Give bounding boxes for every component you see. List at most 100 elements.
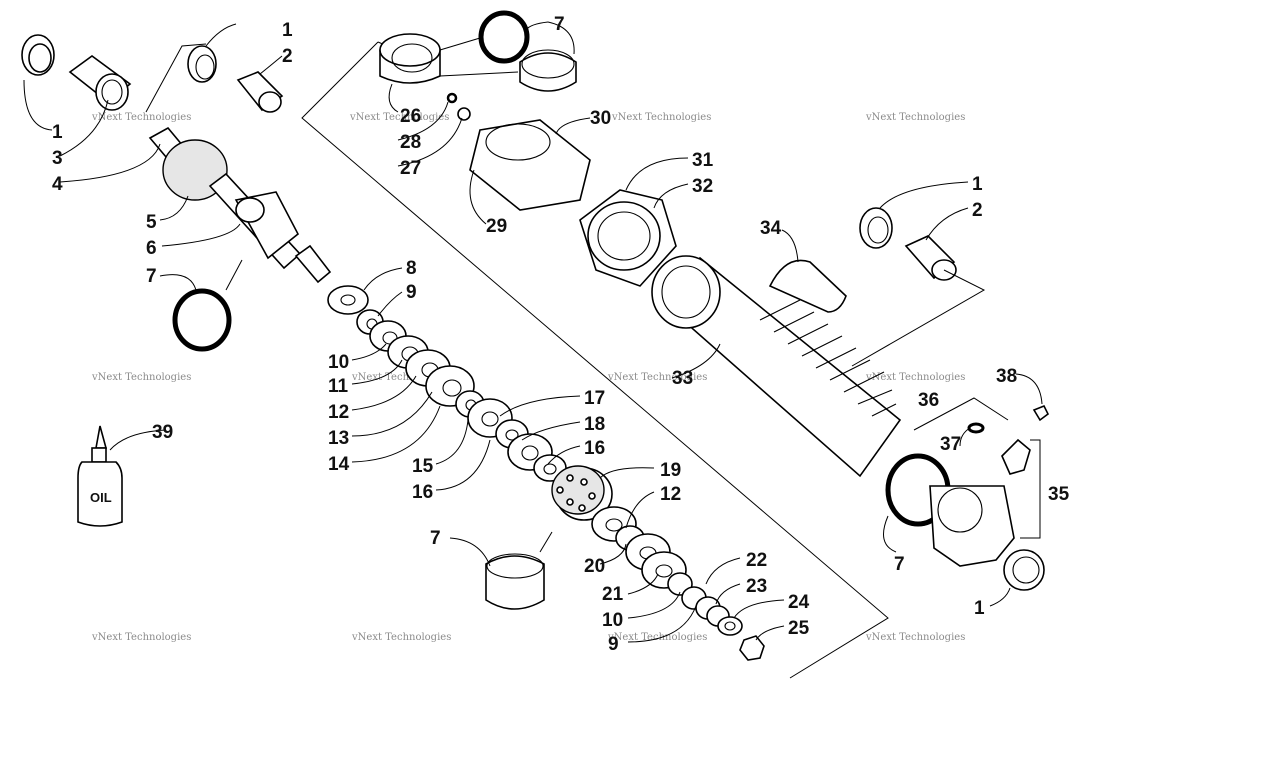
lower-valve-stack bbox=[591, 506, 765, 661]
callout-number: 30 bbox=[590, 108, 611, 129]
callout-number: 12 bbox=[660, 484, 681, 505]
callout-number: 10 bbox=[602, 610, 623, 631]
watermark: vNext Technologies bbox=[607, 632, 707, 643]
callout-number: 21 bbox=[602, 584, 624, 605]
o-ring-7-left bbox=[172, 288, 232, 352]
watermark: vNext Technologies bbox=[611, 112, 711, 123]
cap-26 bbox=[379, 33, 441, 84]
callout-number: 16 bbox=[584, 438, 605, 459]
valve-27 bbox=[457, 107, 471, 121]
watermark: vNext Technologies bbox=[865, 632, 965, 643]
callout-number: 4 bbox=[52, 174, 63, 195]
lower-body-35 bbox=[929, 438, 1031, 567]
watermark: vNext Technologies bbox=[607, 372, 707, 383]
callout-number: 15 bbox=[412, 456, 434, 477]
callout-number: 34 bbox=[760, 218, 782, 239]
callout-number: 28 bbox=[400, 132, 421, 153]
callout-number: 16 bbox=[412, 482, 433, 503]
callout-number: 8 bbox=[406, 258, 417, 279]
bracket-35 bbox=[1020, 439, 1041, 539]
callout-number: 17 bbox=[584, 388, 605, 409]
callout-number: 20 bbox=[584, 556, 605, 577]
callout-number: 9 bbox=[608, 634, 619, 655]
callout-number: 25 bbox=[788, 618, 810, 639]
valve-stack bbox=[327, 285, 567, 482]
callout-number: 3 bbox=[52, 148, 63, 169]
piston-ring-7-lower bbox=[485, 553, 545, 610]
watermark: vNext Technologies bbox=[91, 372, 191, 383]
callout-number: 39 bbox=[152, 422, 173, 443]
clip-34 bbox=[768, 259, 847, 313]
callout-number: 26 bbox=[400, 106, 421, 127]
leader bbox=[439, 71, 519, 77]
callout-number: 38 bbox=[996, 366, 1017, 387]
bracket-right bbox=[851, 269, 986, 367]
seal-head-6 bbox=[234, 191, 300, 260]
callout-number: 35 bbox=[1048, 484, 1070, 505]
callout-number: 22 bbox=[746, 550, 767, 571]
callout-number: 2 bbox=[972, 200, 983, 221]
leader bbox=[439, 37, 481, 51]
watermark: vNext Technologies bbox=[351, 372, 451, 383]
callout-number: 29 bbox=[486, 216, 507, 237]
callout-number: 37 bbox=[940, 434, 961, 455]
callout-number: 6 bbox=[146, 238, 157, 259]
callout-number: 7 bbox=[554, 14, 565, 35]
callout-number: 23 bbox=[746, 576, 767, 597]
callout-number: 7 bbox=[894, 554, 905, 575]
callout-number: 1 bbox=[52, 122, 63, 143]
callout-number: 36 bbox=[918, 390, 939, 411]
callout-number: 2 bbox=[282, 46, 293, 67]
watermarks: vNext Technologies vNext Technologies vN… bbox=[91, 112, 965, 643]
callout-number: 18 bbox=[584, 414, 605, 435]
bushing-1-right bbox=[859, 207, 893, 249]
callout-number: 10 bbox=[328, 352, 349, 373]
bracket-36 bbox=[913, 397, 1009, 431]
bushing-1-upper-mid bbox=[187, 45, 217, 83]
watermark: vNext Technologies bbox=[91, 112, 191, 123]
callout-number: 24 bbox=[788, 592, 810, 613]
callout-number: 19 bbox=[660, 460, 681, 481]
callout-number: 27 bbox=[400, 158, 421, 179]
callout-number: 32 bbox=[692, 176, 713, 197]
leader-lines bbox=[23, 21, 1043, 643]
band-7-top bbox=[519, 49, 577, 92]
callout-number: 5 bbox=[146, 212, 157, 233]
assembly-bracket bbox=[301, 41, 889, 679]
sleeve-3 bbox=[68, 55, 132, 111]
watermark: vNext Technologies bbox=[865, 372, 965, 383]
callout-number: 1 bbox=[282, 20, 293, 41]
piston-29-30 bbox=[469, 119, 591, 211]
callout-number: 13 bbox=[328, 428, 349, 449]
bracket-eye bbox=[145, 43, 207, 113]
callout-number: 33 bbox=[672, 368, 693, 389]
piston-19 bbox=[551, 465, 613, 521]
callout-number: 7 bbox=[430, 528, 441, 549]
o-ring-28 bbox=[446, 92, 458, 104]
callout-number: 9 bbox=[406, 282, 417, 303]
o-ring-37 bbox=[967, 422, 985, 434]
watermark: vNext Technologies bbox=[351, 632, 451, 643]
callout-number: 12 bbox=[328, 402, 349, 423]
bushing-2-upper bbox=[236, 71, 284, 113]
spring-body-33 bbox=[651, 255, 902, 478]
callout-number: 11 bbox=[328, 376, 349, 397]
bushing-1-lower-right bbox=[1003, 549, 1045, 591]
watermark: vNext Technologies bbox=[349, 112, 449, 123]
callout-number: 14 bbox=[328, 454, 350, 475]
watermark: vNext Technologies bbox=[865, 112, 965, 123]
screw-38 bbox=[1032, 404, 1050, 422]
oil-label: OIL bbox=[90, 490, 112, 505]
o-ring-7-top bbox=[478, 10, 530, 64]
callout-number: 7 bbox=[146, 266, 157, 287]
bushing-2-right bbox=[904, 235, 957, 281]
callout-numbers: 1 2 1 3 4 5 6 7 7 26 28 27 30 29 31 32 3… bbox=[52, 14, 1070, 655]
callout-number: 1 bbox=[972, 174, 983, 195]
callout-number: 1 bbox=[974, 598, 985, 619]
oil-bottle-39: OIL bbox=[77, 425, 123, 527]
bushing-1-upper-left bbox=[21, 34, 55, 76]
watermark: vNext Technologies bbox=[91, 632, 191, 643]
callout-number: 31 bbox=[692, 150, 714, 171]
shaft-end bbox=[294, 244, 332, 284]
